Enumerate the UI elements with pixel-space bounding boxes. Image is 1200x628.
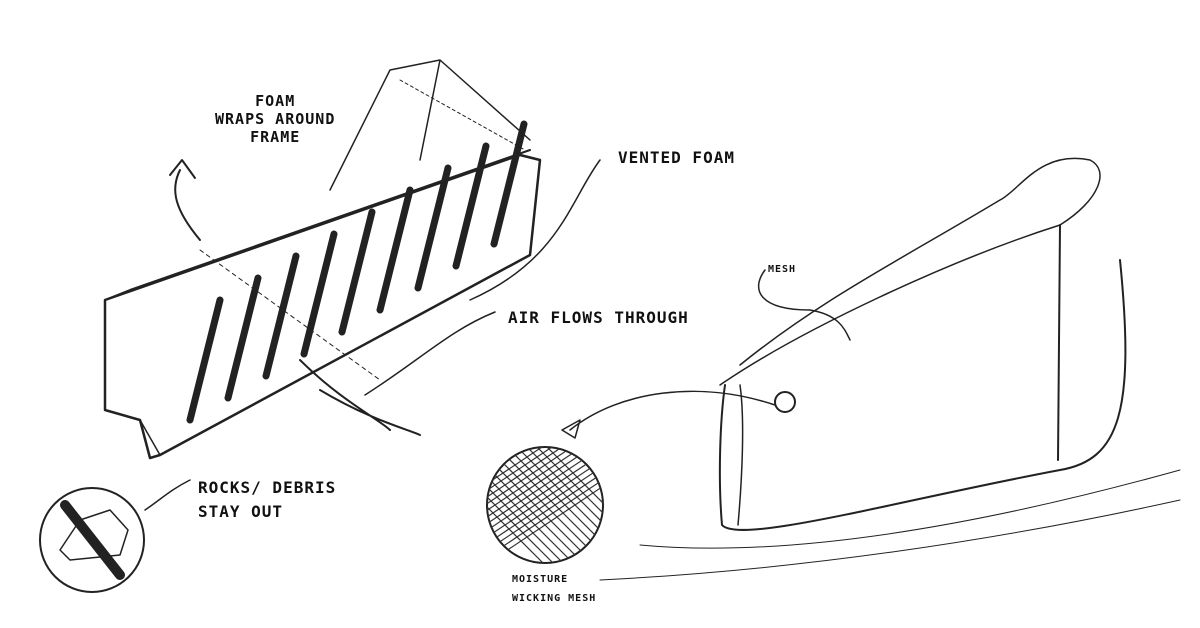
mesh-line	[487, 447, 603, 563]
vent-slot	[338, 208, 376, 336]
vent-slot	[300, 230, 338, 358]
label-line: wicking mesh	[512, 593, 597, 604]
mesh-line	[487, 447, 556, 563]
label-line: Foam	[255, 92, 296, 110]
mesh-detail-circle	[486, 446, 604, 564]
mesh-line	[487, 447, 603, 563]
mesh-line	[487, 447, 566, 563]
mesh-line	[524, 447, 603, 563]
leader-air-flows	[364, 311, 496, 396]
leader-rocks	[144, 479, 191, 511]
label-vented-foam: Vented foam	[618, 148, 735, 167]
mesh-line	[487, 447, 603, 563]
vent-slot	[224, 274, 262, 402]
label-mesh: Mesh	[768, 264, 797, 275]
mesh-line	[534, 447, 603, 563]
label-rocks-debris: Rocks/ Debris stay out	[198, 476, 336, 524]
mesh-line	[544, 447, 603, 563]
label-line: frame	[250, 128, 301, 146]
vent-slot	[490, 120, 528, 248]
mesh-line	[487, 447, 603, 563]
airflow-lines	[299, 359, 421, 436]
vent-slot	[262, 252, 300, 380]
mesh-line	[487, 447, 546, 563]
no-rocks-icon	[39, 487, 145, 593]
mesh-line	[487, 447, 576, 563]
vented-foam-sketch	[103, 59, 542, 460]
shoe-insert-sketch	[599, 157, 1181, 581]
vent-slot	[186, 296, 224, 424]
label-foam-wraps: Foam wraps around frame	[215, 92, 335, 146]
wrap-arrow-icon	[169, 159, 201, 241]
mesh-line	[487, 447, 603, 563]
label-line: Rocks/ Debris	[198, 478, 337, 497]
mesh-callout-arrow	[561, 390, 776, 439]
vent-slot	[376, 186, 414, 314]
label-moisture-mesh: Moisture wicking mesh	[512, 570, 596, 608]
label-line: wraps around	[215, 110, 336, 128]
label-air-flows: Air flows through	[508, 308, 689, 327]
leader-vented-foam	[469, 159, 601, 301]
leader-mesh	[757, 269, 851, 341]
mesh-line	[487, 447, 603, 563]
label-line: Moisture	[512, 574, 569, 585]
mesh-line	[487, 447, 546, 563]
mesh-line	[487, 447, 586, 563]
mesh-line	[487, 447, 603, 563]
label-line: stay out	[198, 502, 284, 521]
vent-slot	[414, 164, 452, 292]
vent-slot	[452, 142, 490, 270]
